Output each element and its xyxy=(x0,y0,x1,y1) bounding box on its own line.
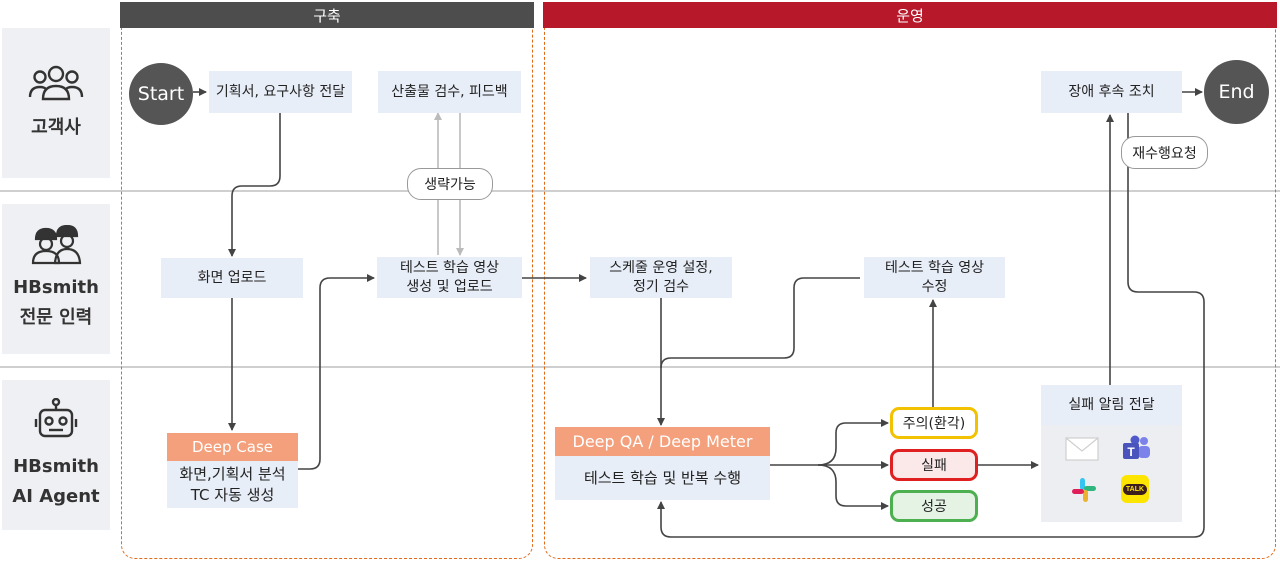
review-node: 산출물 검수, 피드백 xyxy=(378,71,521,113)
schedule-line2: 정기 검수 xyxy=(633,278,689,295)
warning-result: 주의(환각) xyxy=(890,407,978,439)
lane-divider-2 xyxy=(0,366,1280,368)
teams-icon: T xyxy=(1123,435,1150,459)
lane-customer-name: 고객사 xyxy=(31,117,81,138)
test-video-line1: 테스트 학습 영상 xyxy=(399,259,500,276)
lane-hbsmith-staff: HBsmith 전문 인력 xyxy=(2,204,110,354)
kakaotalk-bubble: TALK xyxy=(1122,483,1148,495)
video-fix-line1: 테스트 학습 영상 xyxy=(884,259,985,276)
lane-staff-name-1: HBsmith xyxy=(13,277,99,298)
deep-case-line1: 화면,기획서 분석 xyxy=(179,464,286,483)
incident-followup-node: 장애 후속 조치 xyxy=(1041,71,1182,113)
arrow-to-warning xyxy=(817,419,889,466)
schedule-line1: 스케줄 운영 설정, xyxy=(609,259,713,276)
arrow-requirements-to-upload xyxy=(228,113,281,257)
slack-icon xyxy=(1072,478,1096,502)
arrow-rerun-loop xyxy=(657,113,1205,538)
schedule-node: 스케줄 운영 설정, 정기 검수 xyxy=(590,257,732,298)
deep-case-header: Deep Case xyxy=(167,433,298,461)
test-video-node: 테스트 학습 영상 생성 및 업로드 xyxy=(377,257,522,298)
lane-divider-1 xyxy=(0,190,1280,192)
test-video-line2: 생성 및 업로드 xyxy=(406,278,493,295)
teams-letter: T xyxy=(1127,445,1135,459)
end-node: End xyxy=(1204,60,1269,124)
skippable-pill: 생략가능 xyxy=(407,168,493,200)
video-fix-line2: 수정 xyxy=(921,278,948,295)
rerun-request-pill: 재수행요청 xyxy=(1121,136,1208,169)
robot-icon xyxy=(34,398,78,438)
deep-case-line2: TC 자동 생성 xyxy=(190,485,275,504)
workers-icon xyxy=(31,225,82,265)
requirements-node: 기획서, 요구사항 전달 xyxy=(209,71,352,113)
customer-group-icon xyxy=(28,65,84,101)
success-result: 성공 xyxy=(890,490,978,522)
screen-upload-node: 화면 업로드 xyxy=(161,258,303,298)
deep-qa-body: 테스트 학습 및 반복 수행 xyxy=(555,456,770,500)
build-phase-header: 구축 xyxy=(120,2,534,28)
lane-customer: 고객사 xyxy=(2,28,110,178)
operate-phase-header: 운영 xyxy=(543,2,1277,28)
start-node: Start xyxy=(129,63,193,125)
lane-staff-name-2: 전문 인력 xyxy=(19,307,93,328)
fail-result: 실패 xyxy=(890,449,978,481)
deep-case-body: 화면,기획서 분석 TC 자동 생성 xyxy=(167,461,298,508)
kakaotalk-icon: TALK xyxy=(1121,475,1149,503)
video-fix-node: 테스트 학습 영상 수정 xyxy=(864,257,1005,298)
deep-qa-header: Deep QA / Deep Meter xyxy=(555,427,770,456)
arrow-fix-to-deepqa xyxy=(660,277,860,369)
mail-icon xyxy=(1065,437,1099,461)
failure-alert-title: 실패 알림 전달 xyxy=(1041,385,1182,425)
lane-agent-name-1: HBsmith xyxy=(13,456,99,477)
arrow-to-success xyxy=(817,464,889,510)
lane-ai-agent: HBsmith AI Agent xyxy=(2,380,110,530)
arrow-deepcase-to-video xyxy=(298,274,375,470)
failure-alert-panel: 실패 알림 전달 T TALK xyxy=(1041,385,1182,522)
lane-agent-name-2: AI Agent xyxy=(12,486,100,507)
